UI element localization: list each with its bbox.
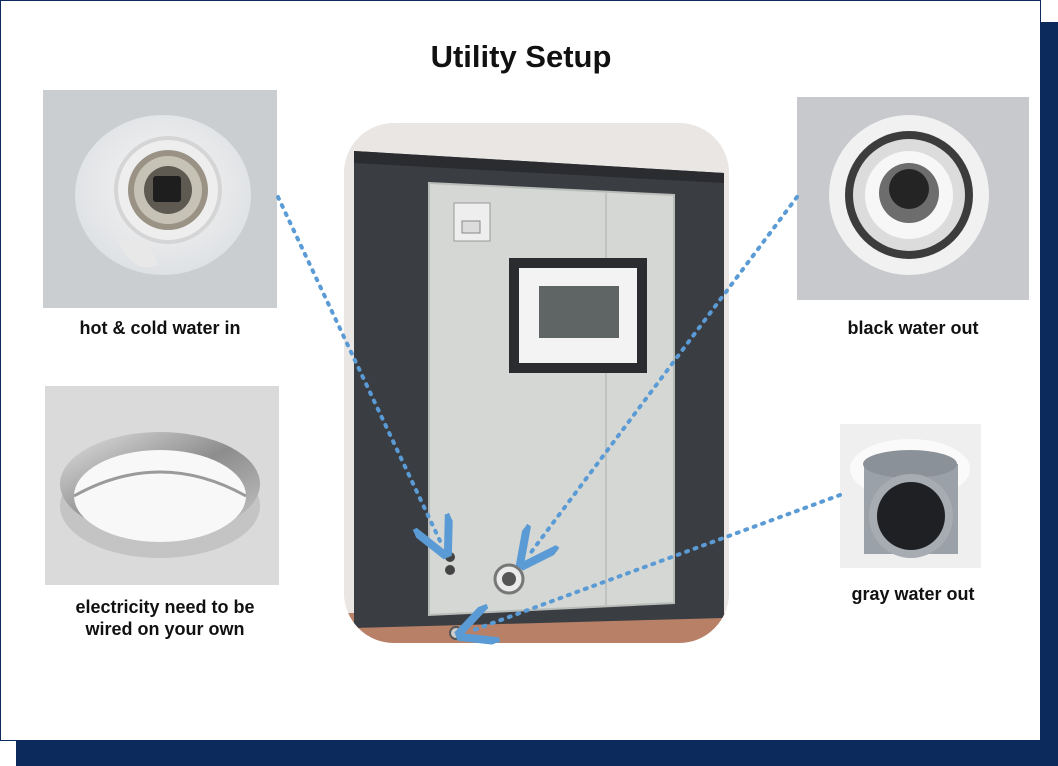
arrow-hot-cold-water <box>276 195 441 543</box>
page-title: Utility Setup <box>430 39 612 74</box>
arrow-black-water <box>529 195 799 555</box>
gray-water-label: gray water out <box>851 584 975 604</box>
faucet-fitting-icon <box>43 90 277 308</box>
card-shadow-right <box>1041 22 1058 766</box>
black-water-label: black water out <box>847 318 979 338</box>
container-door-icon <box>344 123 729 643</box>
container-photo <box>344 123 729 643</box>
card-shadow-bottom <box>16 741 1058 766</box>
ceiling-light-icon <box>45 386 279 585</box>
black-water-pipe-icon <box>797 97 1029 300</box>
gray-water-photo <box>840 424 981 568</box>
utility-card: Utility Setup hot & cold water in <box>0 0 1041 741</box>
hot-cold-water-label: hot & cold water in <box>79 318 241 338</box>
arrow-gray-water <box>471 493 842 631</box>
gray-water-pipe-icon <box>840 424 981 568</box>
arrows-overlay <box>276 195 842 741</box>
electricity-label-line2: wired on your own <box>85 619 245 639</box>
ceiling-light-photo <box>45 386 279 585</box>
black-water-photo <box>797 97 1029 300</box>
electricity-label-line1: electricity need to be <box>75 597 255 617</box>
hot-cold-water-photo <box>43 90 277 308</box>
electricity-label: electricity need to be wired on your own <box>31 596 299 640</box>
